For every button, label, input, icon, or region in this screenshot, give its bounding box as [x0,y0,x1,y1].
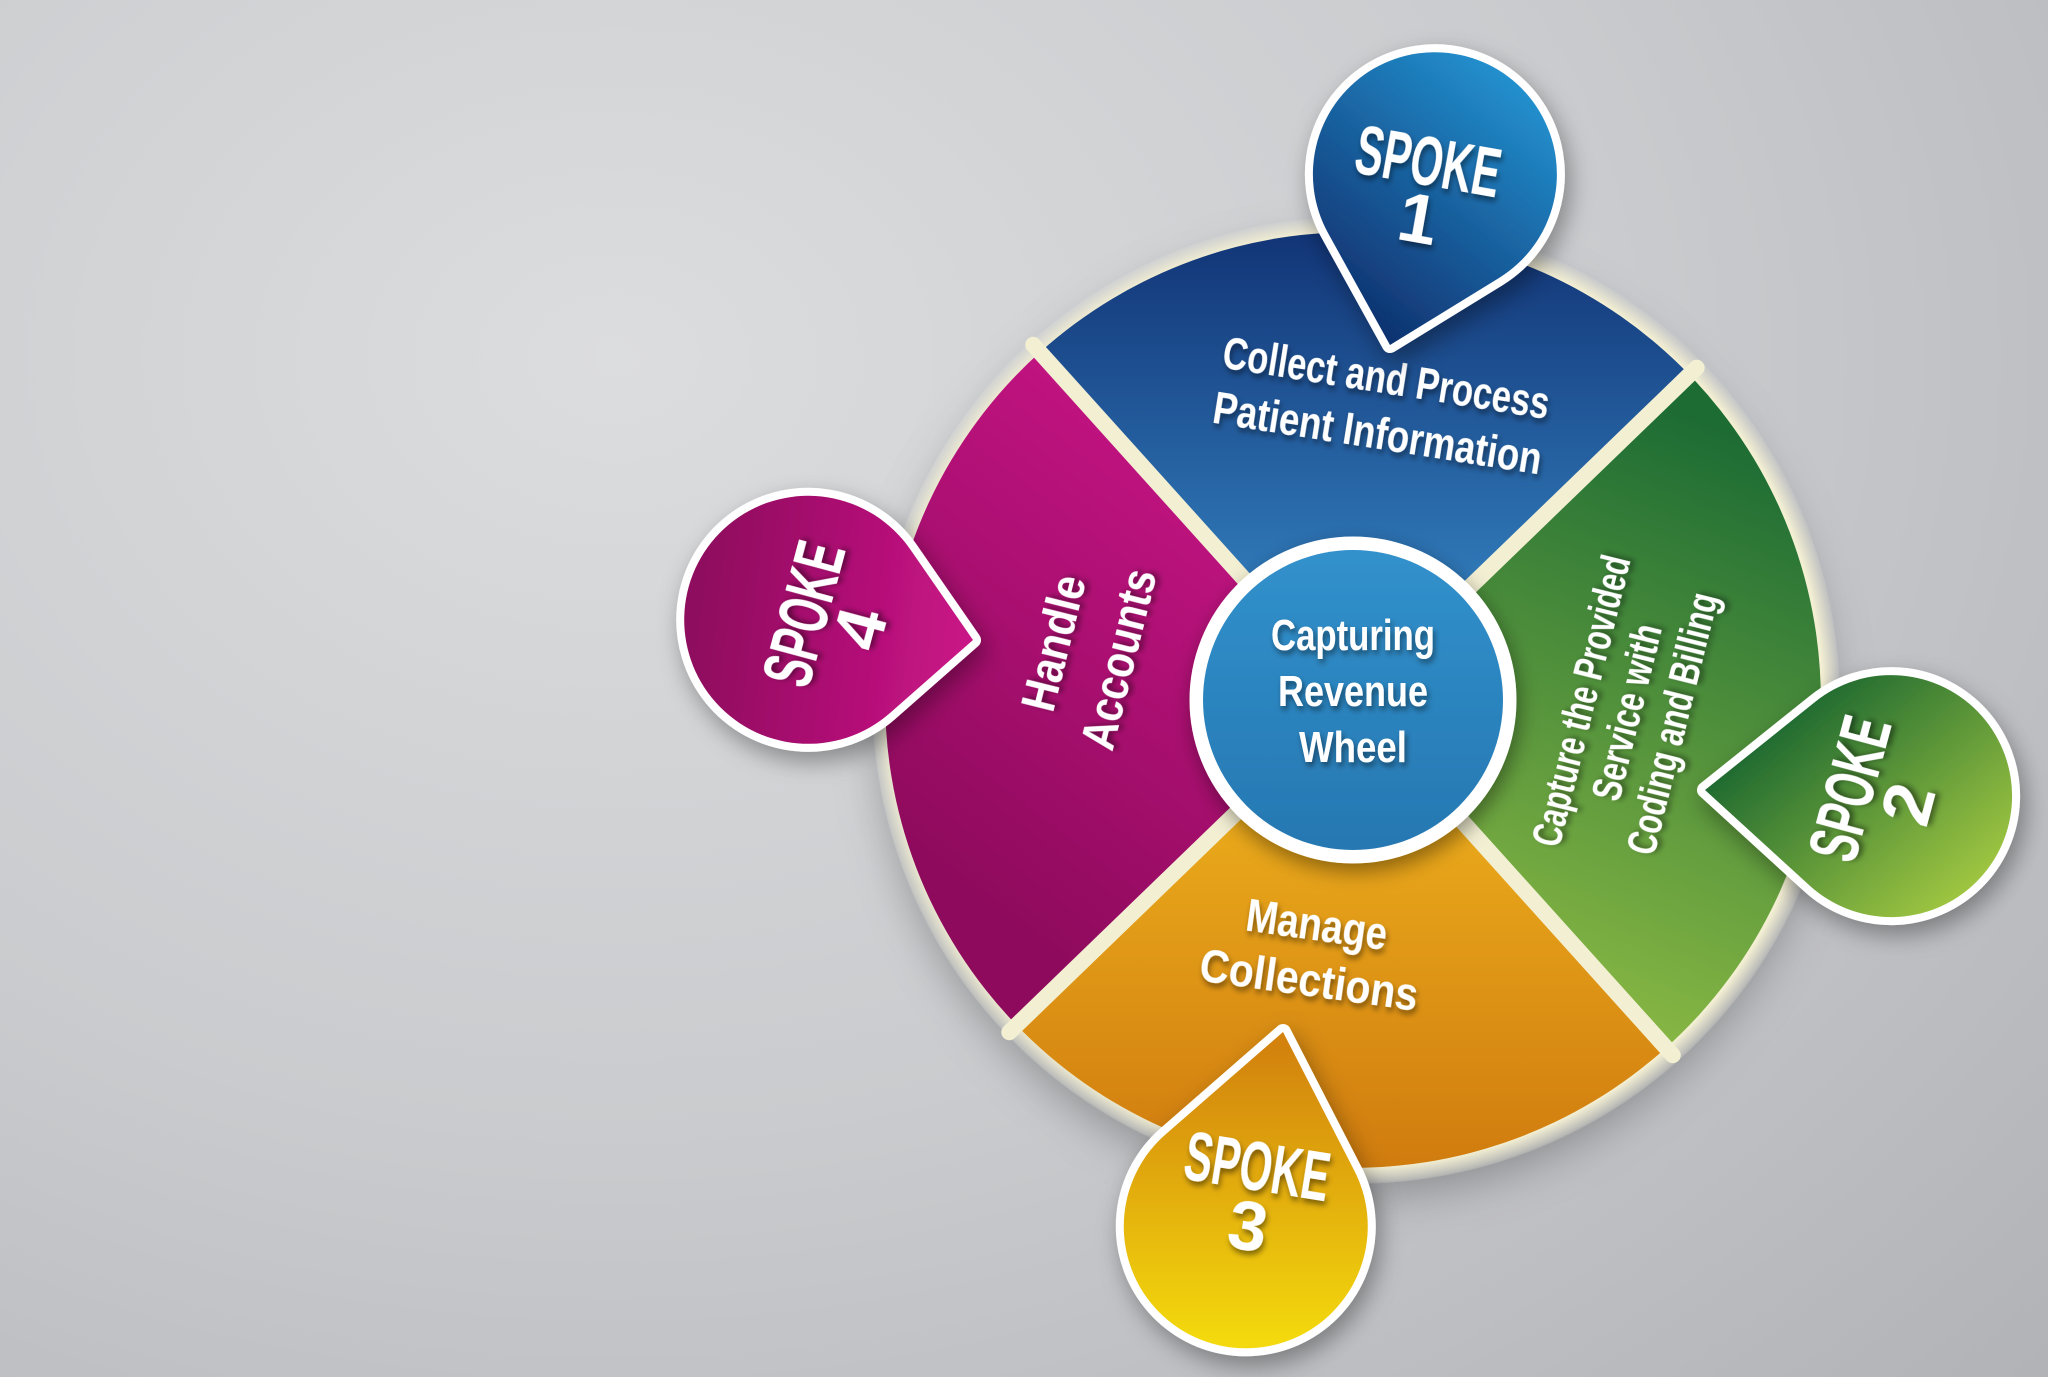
segment-collect-process-patient-information [1039,232,1690,701]
spoke-pins [676,44,2021,1357]
hub-label-line1: Capturing [1271,611,1435,660]
spoke-2-pin [1697,667,2021,926]
spoke-4-pin [676,487,981,752]
segment-capture-service-coding-billing [1353,374,1821,1048]
hub: Capturing Revenue Wheel [1189,536,1517,864]
hub-label-line3: Wheel [1299,723,1407,772]
wheel-segments [885,232,1821,1168]
segment-manage-collections [1016,700,1667,1168]
spoke-3-pin [1115,1024,1376,1357]
hub-circle [1189,536,1517,864]
hub-label: Capturing Revenue Wheel [1271,611,1435,772]
hub-label-line2: Revenue [1278,667,1428,716]
segment-handle-accounts [885,352,1353,1026]
spoke-1-pin [1304,44,1565,353]
